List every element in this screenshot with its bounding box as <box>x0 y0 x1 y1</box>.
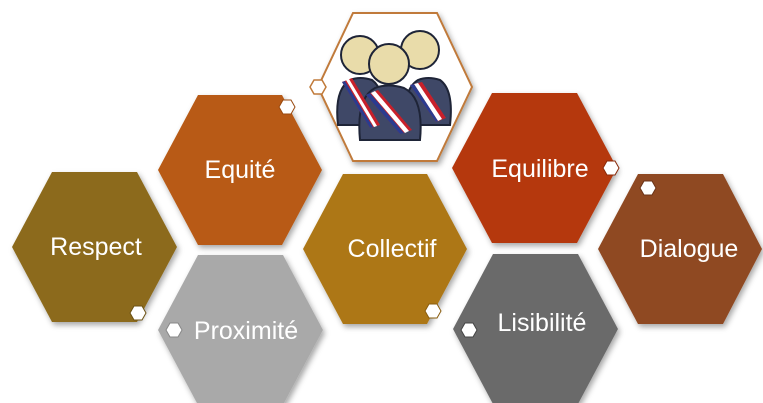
small-hexagon-icon <box>309 79 327 95</box>
small-hexagon-icon <box>460 322 478 338</box>
hexagon-lisibilite: Lisibilité <box>453 254 618 403</box>
elected-officials-icon <box>336 30 452 141</box>
hexagon-label-collectif: Collectif <box>348 235 437 263</box>
small-hexagon-icon <box>639 180 657 196</box>
hexagon-dialogue: Dialogue <box>598 174 762 324</box>
hexagon-label-proximite: Proximité <box>194 317 298 345</box>
hexagon-label-respect: Respect <box>50 233 142 261</box>
hexagon-equilibre: Equilibre <box>452 93 620 243</box>
hexagon-label-equite: Equité <box>205 156 276 184</box>
small-hexagon-icon <box>424 303 442 319</box>
hexagon-label-equilibre: Equilibre <box>491 155 588 183</box>
hexagon-equite: Equité <box>158 95 322 245</box>
small-hexagon-icon <box>602 160 620 176</box>
hexagon-proximite: Proximité <box>158 255 323 403</box>
small-hexagon-icon <box>278 99 296 115</box>
elected-officials-hexagon <box>309 12 474 162</box>
small-hexagon-icon <box>129 305 147 321</box>
hexagon-collectif: Collectif <box>303 174 467 324</box>
hexagon-label-dialogue: Dialogue <box>640 235 739 263</box>
hexagon-respect: Respect <box>12 172 177 322</box>
small-hexagon-icon <box>165 322 183 338</box>
hexagon-label-lisibilite: Lisibilité <box>498 309 587 337</box>
